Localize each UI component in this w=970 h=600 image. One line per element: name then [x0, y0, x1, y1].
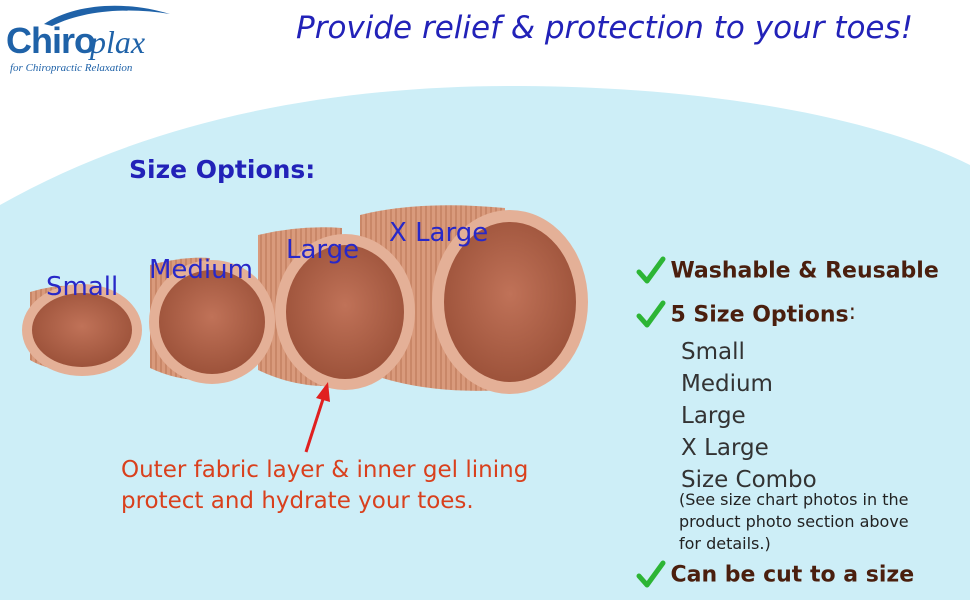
logo-plax-text: plax [90, 24, 146, 60]
caption: Outer fabric layer & inner gel lining pr… [121, 455, 528, 517]
feature-size-options: 5 Size Options: [636, 300, 856, 330]
tube-large [258, 227, 415, 390]
feature-washable-text: Washable & Reusable [670, 258, 939, 284]
logo-tagline: for Chiropractic Relaxation [10, 62, 133, 74]
size-list-item: Large [681, 403, 746, 429]
tube-label-small: Small [46, 272, 119, 302]
tube-label-large: Large [286, 235, 360, 265]
checkmark-icon [636, 300, 666, 328]
tube-medium [149, 257, 275, 384]
checkmark-icon [636, 560, 666, 588]
size-list-item: Size Combo [681, 467, 817, 493]
size-list: Small Medium Large X Large Size Combo [681, 336, 817, 496]
tube-label-medium: Medium [149, 255, 253, 285]
tube-label-xlarge: X Large [389, 218, 489, 248]
caption-line-2: protect and hydrate your toes. [121, 488, 474, 514]
chiroplax-logo: Chiro plax for Chiropractic Relaxation [4, 2, 174, 74]
red-arrow [304, 382, 330, 453]
feature-cut-to-size: Can be cut to a size [636, 560, 914, 590]
feature-cut-to-size-text: Can be cut to a size [670, 562, 915, 588]
caption-line-1: Outer fabric layer & inner gel lining [121, 457, 529, 483]
note-line: product photo section above [679, 512, 909, 531]
tube-small [22, 284, 142, 376]
size-options-title: Size Options: [129, 155, 316, 184]
feature-size-options-text: 5 Size Options [670, 302, 849, 328]
note-line: (See size chart photos in the [679, 490, 909, 509]
logo-chiro-text: Chiro [6, 20, 96, 61]
size-list-item: Medium [681, 371, 773, 397]
size-list-item: X Large [681, 435, 769, 461]
logo-swoosh [44, 5, 170, 26]
note-line: for details.) [679, 534, 771, 553]
size-list-item: Small [681, 339, 745, 365]
checkmark-icon [636, 256, 666, 284]
feature-washable: Washable & Reusable [636, 256, 939, 286]
feature-size-options-colon: : [848, 300, 856, 326]
headline: Provide relief & protection to your toes… [296, 10, 914, 46]
size-chart-note: (See size chart photos in the product ph… [679, 489, 909, 555]
